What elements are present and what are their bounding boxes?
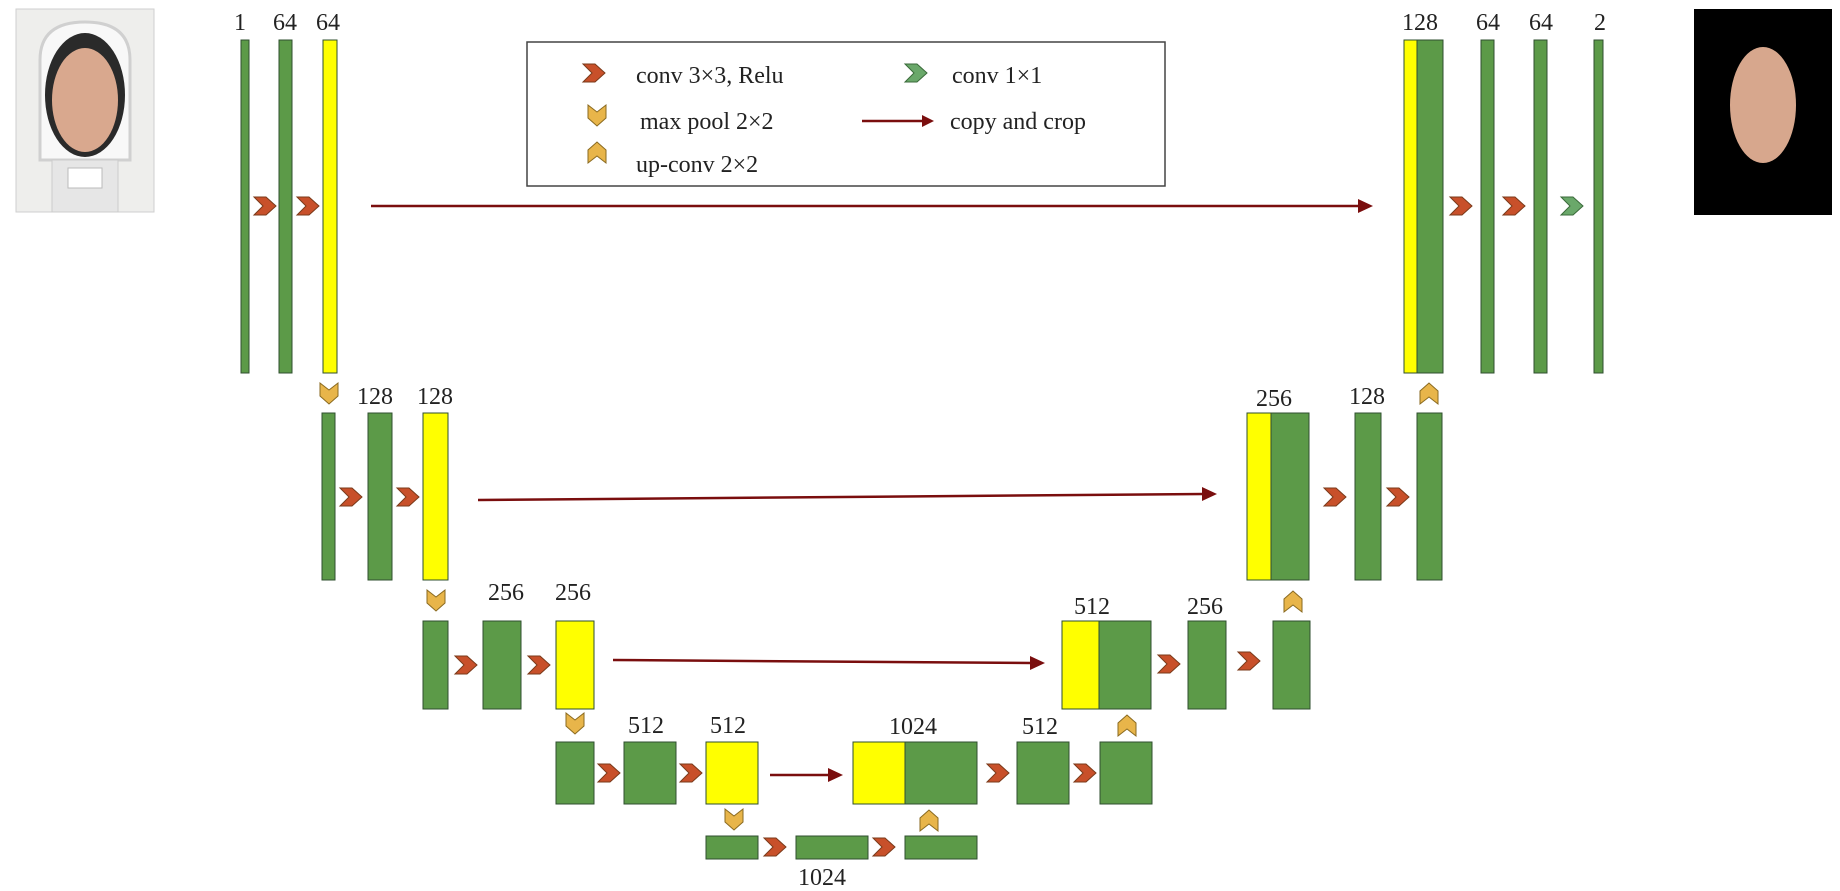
maxpool-arrow-l1: [319, 381, 339, 405]
label-l3-a: 256: [488, 580, 524, 606]
conv-arrow-r4-2: [1072, 763, 1097, 783]
feature-map-l4-conv2: [705, 741, 759, 805]
upconv-arrow-r4: [919, 809, 939, 833]
conv-arrow-l4-1: [596, 763, 621, 783]
feature-map-l1-conv1: [278, 39, 293, 374]
maxpool-arrow-l4: [724, 807, 744, 831]
label-r2-concat: 256: [1256, 386, 1292, 412]
feature-map-l2-conv1: [367, 412, 393, 581]
label-r2-a: 128: [1349, 384, 1385, 410]
feature-map-bottom-pooled: [705, 835, 759, 860]
feature-map-r4-copied: [852, 741, 906, 805]
feature-map-l2-conv2: [422, 412, 449, 581]
feature-map-r1-conv2: [1533, 39, 1548, 374]
conv-arrow-l1-2: [295, 196, 320, 216]
feature-map-r4-conv2: [1099, 741, 1153, 805]
upconv-arrow-r2: [1283, 590, 1303, 614]
feature-map-l2-pooled: [321, 412, 336, 581]
feature-map-l4-conv1: [623, 741, 677, 805]
conv1x1-arrow-r1: [1559, 196, 1584, 216]
conv-arrow-r2-2: [1385, 487, 1410, 507]
conv-arrow-r1-2: [1501, 196, 1526, 216]
conv-arrow-l2-1: [338, 487, 363, 507]
copy-crop-arrow-l1: [371, 199, 1373, 213]
maxpool-arrow-l3: [565, 711, 585, 735]
feature-map-r2-conv2: [1416, 412, 1443, 581]
legend: conv 3×3, Relu conv 1×1 max pool 2×2 cop…: [526, 41, 1166, 187]
feature-map-r2-copied: [1246, 412, 1272, 581]
label-l1-a: 64: [273, 10, 297, 36]
conv-arrow-bottom-2: [871, 837, 896, 857]
feature-map-r1-copied: [1403, 39, 1418, 374]
feature-map-l1-input: [240, 39, 250, 374]
feature-map-r3-copied: [1061, 620, 1100, 710]
conv-arrow-l3-2: [526, 655, 551, 675]
conv-arrow-bottom-1: [762, 837, 787, 857]
feature-map-r1-output: [1593, 39, 1604, 374]
output-segmented-face: [1694, 9, 1832, 215]
legend-copy-label: copy and crop: [950, 109, 1086, 135]
label-r4-concat: 1024: [889, 714, 937, 740]
upconv-arrow-r3: [1117, 714, 1137, 738]
conv-arrow-l2-2: [395, 487, 420, 507]
label-l3-b: 256: [555, 580, 591, 606]
input-face-photo: [15, 8, 155, 213]
feature-map-r3-conv2: [1272, 620, 1311, 710]
feature-map-r3-conv1: [1187, 620, 1227, 710]
copy-crop-arrow-l4: [770, 768, 843, 782]
label-r4-a: 512: [1022, 714, 1058, 740]
label-l1-input: 1: [234, 10, 246, 36]
legend-upconv-arrow-icon: [587, 141, 607, 165]
label-r3-concat: 512: [1074, 594, 1110, 620]
upconv-arrow-r1: [1419, 382, 1439, 406]
conv-arrow-r3-2: [1236, 651, 1261, 671]
label-r1-a: 64: [1476, 10, 1500, 36]
label-l1-b: 64: [316, 10, 340, 36]
feature-map-r4-conv1: [1016, 741, 1070, 805]
conv-arrow-r1-1: [1448, 196, 1473, 216]
feature-map-r2-conv1: [1354, 412, 1382, 581]
feature-map-bottom-conv2: [904, 835, 978, 860]
legend-maxpool-arrow-icon: [587, 103, 607, 127]
feature-map-r3-upsampled: [1098, 620, 1152, 710]
label-l4-b: 512: [710, 713, 746, 739]
conv-arrow-l3-1: [453, 655, 478, 675]
copy-crop-arrow-l2: [477, 487, 1217, 502]
conv-arrow-r4-1: [985, 763, 1010, 783]
feature-map-r1-conv1: [1480, 39, 1495, 374]
legend-conv-label: conv 3×3, Relu: [636, 63, 784, 89]
label-l2-a: 128: [357, 384, 393, 410]
conv-arrow-l4-2: [678, 763, 703, 783]
feature-map-r2-upsampled: [1270, 412, 1310, 581]
label-l4-a: 512: [628, 713, 664, 739]
legend-conv1x1-label: conv 1×1: [952, 63, 1042, 89]
label-l2-b: 128: [417, 384, 453, 410]
label-r1-b: 64: [1529, 10, 1553, 36]
copy-crop-arrow-l3: [612, 656, 1045, 670]
legend-copy-arrow-icon: [922, 115, 934, 127]
feature-map-r4-upsampled: [904, 741, 978, 805]
legend-maxpool-label: max pool 2×2: [640, 109, 774, 135]
maxpool-arrow-l2: [426, 588, 446, 612]
conv-arrow-l1-1: [252, 196, 277, 216]
feature-map-l3-pooled: [422, 620, 449, 710]
feature-map-bottom-conv1: [795, 835, 869, 860]
conv-arrow-r2-1: [1322, 487, 1347, 507]
label-r1-out: 2: [1594, 10, 1606, 36]
feature-map-l3-conv2: [555, 620, 595, 710]
feature-map-r1-upsampled: [1416, 39, 1444, 374]
conv-arrow-r3-1: [1156, 654, 1181, 674]
feature-map-l4-pooled: [555, 741, 595, 805]
label-r3-a: 256: [1187, 594, 1223, 620]
label-bottom: 1024: [798, 865, 846, 891]
legend-conv1x1-arrow-icon: [903, 63, 928, 83]
label-r1-concat: 128: [1402, 10, 1438, 36]
legend-conv-arrow-icon: [581, 63, 606, 83]
legend-upconv-label: up-conv 2×2: [636, 152, 758, 178]
feature-map-l3-conv1: [482, 620, 522, 710]
feature-map-l1-conv2: [322, 39, 338, 374]
